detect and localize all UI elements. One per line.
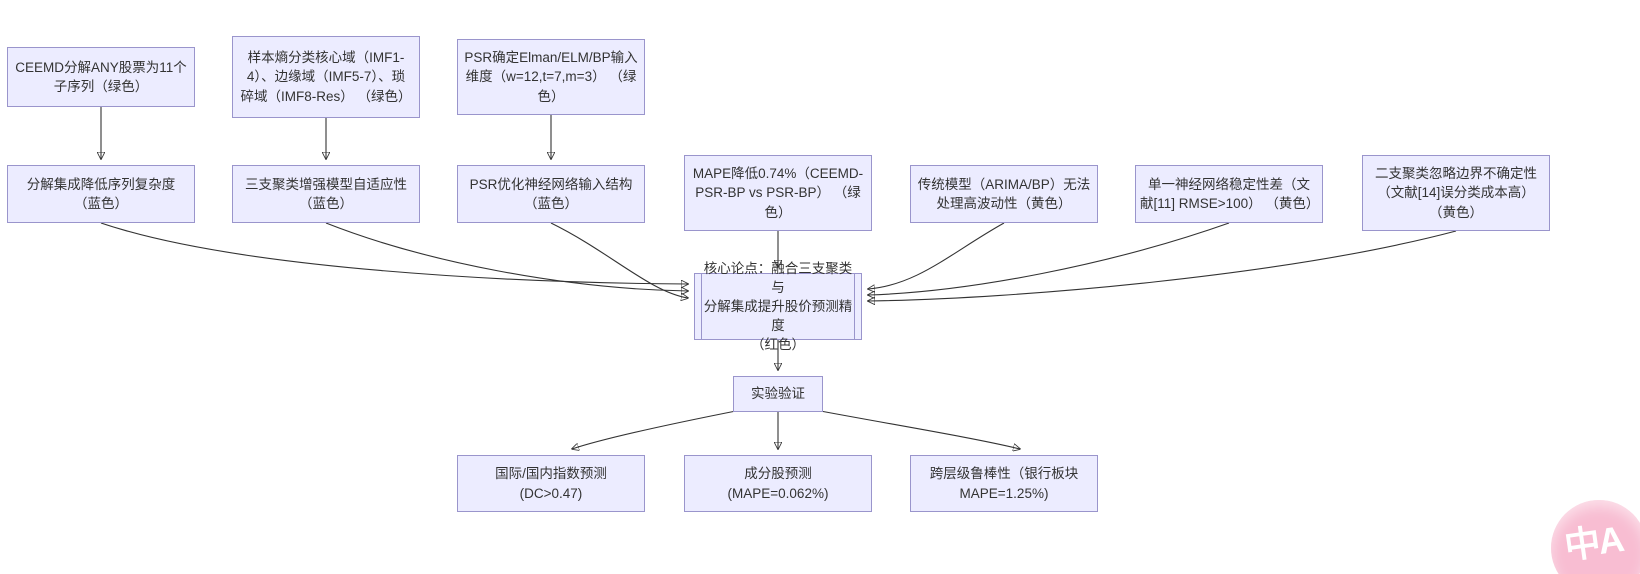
node-label: CEEMD分解ANY股票为11个 子序列（绿色） xyxy=(15,59,187,94)
node-traditional-limit: 传统模型（ARIMA/BP）无法 处理高波动性（黄色） xyxy=(910,165,1098,223)
node-label: MAPE降低0.74%（CEEMD- PSR-BP vs PSR-BP） （绿 … xyxy=(692,166,864,220)
node-label: 跨层级鲁棒性（银行板块 MAPE=1.25%) xyxy=(929,466,1079,501)
node-constituent-prediction: 成分股预测 (MAPE=0.062%) xyxy=(684,455,872,512)
node-index-prediction: 国际/国内指数预测 (DC>0.47) xyxy=(457,455,645,512)
node-label: 成分股预测 (MAPE=0.062%) xyxy=(727,466,829,501)
node-label: 传统模型（ARIMA/BP）无法 处理高波动性（黄色） xyxy=(917,176,1091,211)
node-label: 核心论点：融合三支聚类与 分解集成提升股价预测精度 （红色） xyxy=(703,260,853,353)
translate-badge-button[interactable]: 中A xyxy=(1551,500,1640,574)
node-core-thesis: 核心论点：融合三支聚类与 分解集成提升股价预测精度 （红色） xyxy=(694,261,862,352)
edge xyxy=(572,409,742,449)
edge xyxy=(814,409,1020,449)
node-label: 实验验证 xyxy=(751,386,805,402)
edge xyxy=(868,222,1005,289)
node-label: 分解集成降低序列复杂度 （蓝色） xyxy=(26,176,176,211)
node-label: 样本熵分类核心域（IMF1- 4）、边缘域（IMF5-7）、琐 碎域（IMF8-… xyxy=(240,50,412,104)
node-three-way-adaptive: 三支聚类增强模型自适应性 （蓝色） xyxy=(232,165,420,223)
node-cross-level-robustness: 跨层级鲁棒性（银行板块 MAPE=1.25%) xyxy=(910,455,1098,512)
node-label: 二支聚类忽略边界不确定性 （文献[14]误分类成本高） （黄色） xyxy=(1375,166,1537,220)
node-two-way-limit: 二支聚类忽略边界不确定性 （文献[14]误分类成本高） （黄色） xyxy=(1362,155,1550,231)
edge xyxy=(325,222,688,291)
edge xyxy=(100,222,688,284)
edge xyxy=(868,230,1457,301)
node-sample-entropy: 样本熵分类核心域（IMF1- 4）、边缘域（IMF5-7）、琐 碎域（IMF8-… xyxy=(232,36,420,118)
translate-icon: 中A xyxy=(1561,518,1625,567)
node-experiment-validation: 实验验证 xyxy=(733,376,823,412)
node-decompose-complexity: 分解集成降低序列复杂度 （蓝色） xyxy=(7,165,195,223)
node-label: 三支聚类增强模型自适应性 （蓝色） xyxy=(245,176,407,211)
node-single-nn-unstable: 单一神经网络稳定性差（文 献[11] RMSE>100） （黄色） xyxy=(1135,165,1323,223)
node-ceemd-decompose: CEEMD分解ANY股票为11个 子序列（绿色） xyxy=(7,47,195,107)
node-mape-reduce: MAPE降低0.74%（CEEMD- PSR-BP vs PSR-BP） （绿 … xyxy=(684,155,872,231)
node-psr-optimize: PSR优化神经网络输入结构 （蓝色） xyxy=(457,165,645,223)
node-label: PSR优化神经网络输入结构 （蓝色） xyxy=(469,176,633,211)
node-label: 单一神经网络稳定性差（文 献[11] RMSE>100） （黄色） xyxy=(1140,176,1320,211)
node-psr-input-dim: PSR确定Elman/ELM/BP输入 维度（w=12,t=7,m=3） （绿 … xyxy=(457,39,645,115)
node-label: 国际/国内指数预测 (DC>0.47) xyxy=(495,466,607,501)
node-label: PSR确定Elman/ELM/BP输入 维度（w=12,t=7,m=3） （绿 … xyxy=(464,50,638,104)
edge xyxy=(550,222,688,298)
edge xyxy=(868,222,1230,295)
